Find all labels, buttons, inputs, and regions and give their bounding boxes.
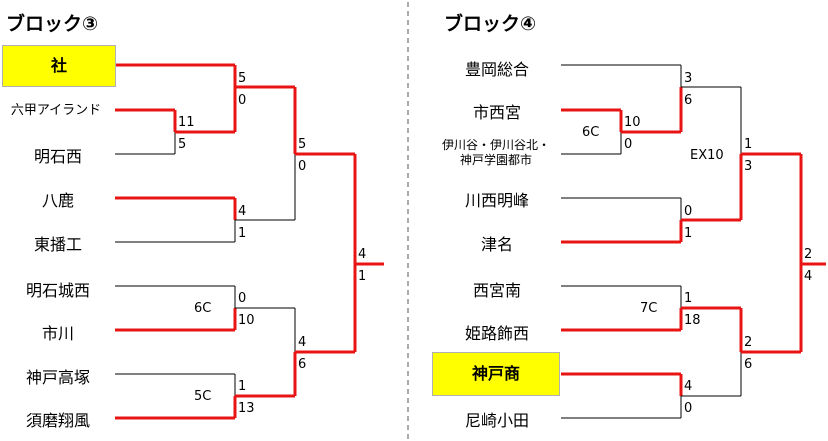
block3-score: 4: [298, 335, 307, 350]
block3-score: 4: [238, 204, 247, 219]
block4-team-2: 市西宮: [472, 103, 521, 122]
block3-team-3: 明石西: [33, 147, 82, 166]
block3-team-8: 神戸高塚: [25, 368, 90, 387]
block4-title: ブロック④: [444, 13, 537, 35]
block4-score: 10: [624, 115, 641, 130]
block3-score: 1: [238, 226, 247, 241]
block3-team-4: 八鹿: [41, 191, 74, 210]
block3-score: 10: [238, 313, 255, 328]
block4-score: 4: [684, 379, 693, 394]
block3-score: 1: [358, 269, 367, 284]
block4-team-9: 尼崎小田: [464, 411, 529, 430]
block3-score: 0: [238, 93, 247, 108]
block4-score: 2: [744, 335, 753, 350]
block3-score: 5: [298, 137, 307, 152]
block3-score: 1: [238, 379, 247, 394]
block4-team-7: 姫路飾西: [464, 324, 529, 343]
block4-score: 1: [684, 291, 693, 306]
block4-team-4: 川西明峰: [464, 191, 529, 210]
block4-score: 0: [684, 204, 693, 219]
block4-team-6: 西宮南: [472, 281, 521, 300]
block4-score: 3: [744, 159, 753, 174]
block3-score: 11: [178, 115, 195, 130]
block4-score: 0: [684, 401, 693, 416]
block4-note: 6C: [582, 125, 600, 140]
block3-score: 0: [298, 159, 307, 174]
block3-team-6: 明石城西: [25, 281, 90, 300]
block4-team-8: 神戸商: [432, 352, 560, 396]
block3-team-7: 市川: [41, 324, 74, 343]
block4-score: 3: [684, 71, 693, 86]
block3-score: 5: [238, 71, 247, 86]
block3-score: 4: [358, 247, 367, 262]
block4-score: 2: [804, 247, 813, 262]
block4-score: 18: [684, 313, 701, 328]
block4-score: 4: [804, 269, 813, 284]
block4-score: 1: [684, 226, 693, 241]
block3-team-1: 社: [2, 45, 116, 87]
block4-team-1: 豊岡総合: [464, 60, 529, 79]
block3-score: 13: [238, 401, 255, 416]
block3-team-9: 須磨翔風: [25, 411, 90, 430]
block3-score: 6: [298, 357, 307, 372]
block4-team-5: 津名: [480, 235, 513, 254]
block3-note: 6C: [194, 301, 212, 316]
block4-score: 6: [684, 93, 693, 108]
block4-score: 0: [624, 137, 633, 152]
block3-score: 0: [238, 291, 247, 306]
block4-note: EX10: [690, 148, 724, 163]
block3-score: 5: [178, 137, 187, 152]
block3-title: ブロック③: [6, 13, 99, 35]
block4-score: 6: [744, 357, 753, 372]
block3-note: 5C: [194, 389, 212, 404]
block3-team-2: 六甲アイランド: [10, 103, 102, 118]
block4-note: 7C: [640, 301, 658, 316]
block4-score: 1: [744, 137, 753, 152]
block3-team-5: 東播工: [33, 235, 82, 254]
block4-team-3: 伊川谷・伊川谷北・ 神戸学園都市: [441, 138, 550, 167]
